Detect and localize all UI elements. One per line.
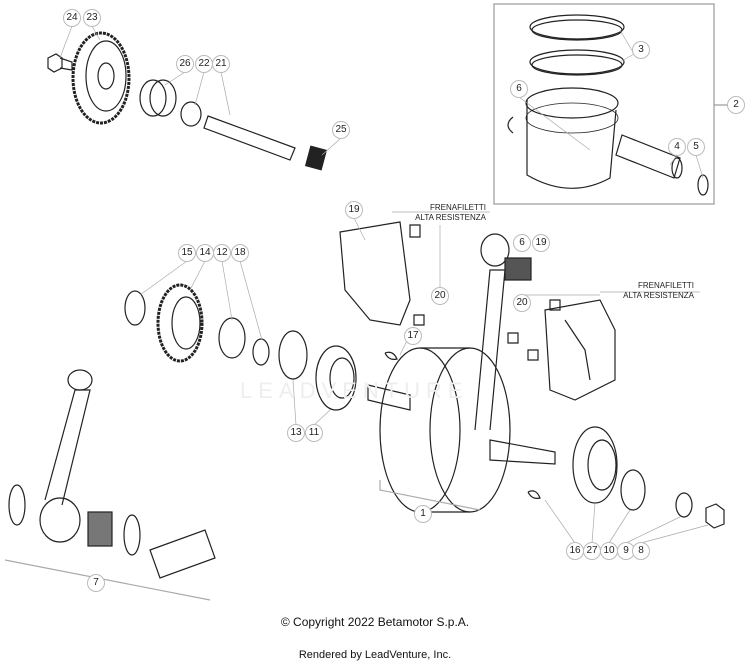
circlip	[507, 116, 514, 134]
callout-21[interactable]: 21	[212, 55, 230, 73]
callout-23[interactable]: 23	[83, 9, 101, 27]
bushing	[180, 101, 202, 127]
callout-11[interactable]: 11	[305, 424, 323, 442]
callout-20[interactable]: 20	[513, 294, 531, 312]
key	[527, 490, 541, 499]
callout-10[interactable]: 10	[600, 542, 618, 560]
rendered-by-text: Rendered by LeadVenture, Inc.	[298, 649, 452, 661]
callout-18[interactable]: 18	[231, 244, 249, 262]
circlip	[697, 174, 709, 196]
key	[384, 351, 398, 360]
bearing	[139, 79, 167, 117]
crank-shaft-left	[367, 384, 411, 411]
crankcase-plate	[339, 221, 411, 326]
bearing	[218, 317, 246, 359]
callout-4[interactable]: 4	[668, 138, 686, 156]
needle-bearing	[304, 145, 328, 171]
seal	[124, 290, 146, 326]
thrust-washer	[123, 514, 141, 556]
crank-pin	[149, 529, 216, 579]
callout-5[interactable]: 5	[687, 138, 705, 156]
nut	[705, 503, 725, 529]
shaft	[203, 115, 296, 161]
callout-20[interactable]: 20	[431, 287, 449, 305]
callout-3[interactable]: 3	[632, 41, 650, 59]
callout-6[interactable]: 6	[513, 234, 531, 252]
note-line2: ALTA RESISTENZA	[415, 213, 486, 222]
crankshaft	[379, 347, 461, 513]
note-line1: FRENAFILETTI	[637, 281, 694, 290]
bolt	[47, 53, 73, 73]
crank-shaft-right	[489, 439, 556, 465]
oil-seal	[620, 469, 646, 511]
callout-19[interactable]: 19	[532, 234, 550, 252]
connecting-rod-spare	[44, 389, 91, 506]
callout-14[interactable]: 14	[196, 244, 214, 262]
threadlocker-note: FRENAFILETTI ALTA RESISTENZA	[390, 203, 486, 223]
callout-26[interactable]: 26	[176, 55, 194, 73]
callout-27[interactable]: 27	[583, 542, 601, 560]
needle-bearing	[87, 511, 113, 547]
callout-16[interactable]: 16	[566, 542, 584, 560]
main-bearing	[572, 426, 618, 504]
callout-13[interactable]: 13	[287, 424, 305, 442]
thrust-washer	[8, 484, 26, 526]
callout-17[interactable]: 17	[404, 327, 422, 345]
callout-22[interactable]: 22	[195, 55, 213, 73]
note-line2: ALTA RESISTENZA	[623, 291, 694, 300]
piston-group-box	[493, 3, 715, 205]
main-bearing	[315, 345, 357, 411]
washer	[675, 492, 693, 518]
callout-12[interactable]: 12	[213, 244, 231, 262]
copyright-text: © Copyright 2022 Betamotor S.p.A.	[280, 615, 470, 629]
gear	[156, 283, 204, 363]
gear	[71, 31, 131, 125]
screw	[409, 224, 561, 361]
callout-19[interactable]: 19	[345, 201, 363, 219]
callout-7[interactable]: 7	[87, 574, 105, 592]
piston	[526, 100, 617, 189]
piston-ring	[529, 49, 625, 75]
callout-15[interactable]: 15	[178, 244, 196, 262]
callout-8[interactable]: 8	[632, 542, 650, 560]
piston-pin	[615, 134, 681, 179]
callout-25[interactable]: 25	[332, 121, 350, 139]
connecting-rod	[474, 269, 506, 431]
callout-1[interactable]: 1	[414, 505, 432, 523]
threadlocker-note: FRENAFILETTI ALTA RESISTENZA	[598, 281, 694, 301]
piston-ring	[529, 14, 625, 40]
crankcase-plate	[544, 299, 616, 401]
callout-2[interactable]: 2	[727, 96, 745, 114]
ring	[252, 338, 270, 366]
callout-24[interactable]: 24	[63, 9, 81, 27]
note-line1: FRENAFILETTI	[429, 203, 486, 212]
needle-bearing	[504, 257, 532, 281]
oil-seal	[278, 330, 308, 380]
watermark: LEADVENTURE	[240, 378, 469, 403]
callout-6[interactable]: 6	[510, 80, 528, 98]
